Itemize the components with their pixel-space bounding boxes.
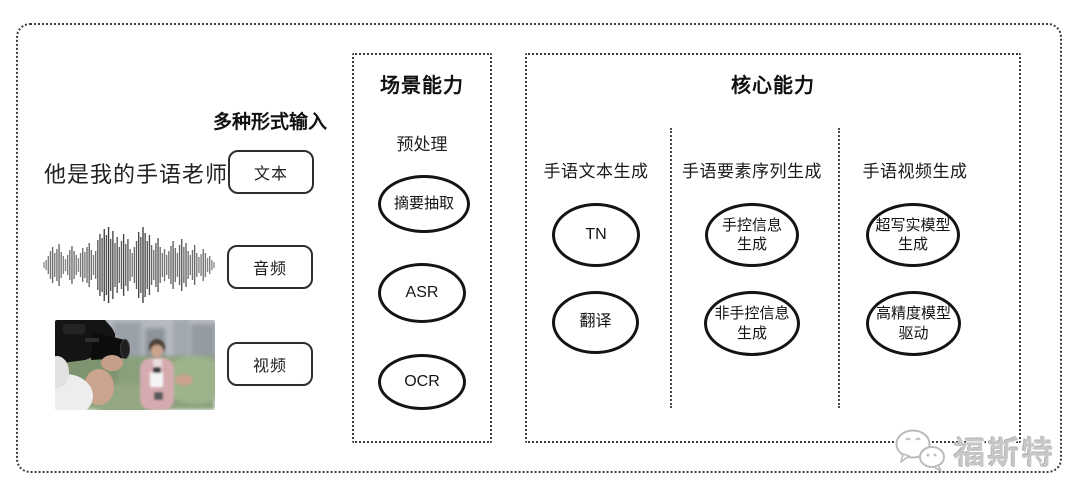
core-box-title: 核心能力 — [731, 75, 815, 97]
node-asr: ASR — [378, 263, 466, 323]
watermark: 福斯特 — [892, 424, 1062, 476]
input-chip-text-label: 文本 — [253, 166, 288, 183]
preprocess-label: 预处理 — [396, 135, 448, 154]
input-chip-audio: 音频 — [227, 245, 313, 289]
watermark-text: 福斯特 — [954, 435, 1056, 471]
node-summary-extraction: 摘要抽取 — [378, 175, 470, 233]
column-separator-1 — [670, 128, 672, 408]
audio-waveform-icon — [43, 227, 215, 303]
node-tn: TN — [552, 203, 640, 267]
node-hyperrealistic-model-generation: 超写实模型 生成 — [866, 203, 960, 267]
input-chip-video: 视频 — [227, 342, 313, 386]
node-non-manual-info-generation: 非手控信息 生成 — [704, 291, 800, 356]
node-translation: 翻译 — [552, 291, 639, 354]
input-chip-video-label: 视频 — [252, 358, 287, 375]
node-high-precision-model-driving: 高精度模型 驱动 — [866, 291, 961, 356]
column-separator-2 — [838, 128, 840, 408]
video-sample-photo — [55, 320, 215, 410]
node-manual-info-generation: 手控信息 生成 — [705, 203, 799, 267]
column-header-video-generation: 手语视频生成 — [862, 162, 968, 181]
sample-text-sentence: 他是我的手语老师 — [44, 162, 229, 187]
node-ocr: OCR — [378, 354, 466, 410]
cameraman-reporter-photo — [55, 320, 215, 410]
input-chip-audio-label: 音频 — [252, 261, 287, 278]
input-section-heading: 多种形式输入 — [212, 112, 327, 133]
wechat-chat-bubbles-icon — [895, 429, 945, 472]
column-header-element-sequence-generation: 手语要素序列生成 — [682, 162, 822, 181]
audio-waveform-graphic — [43, 227, 215, 303]
column-header-text-generation: 手语文本生成 — [543, 162, 649, 181]
input-chip-text: 文本 — [228, 150, 314, 194]
scene-box-title: 场景能力 — [380, 75, 464, 97]
